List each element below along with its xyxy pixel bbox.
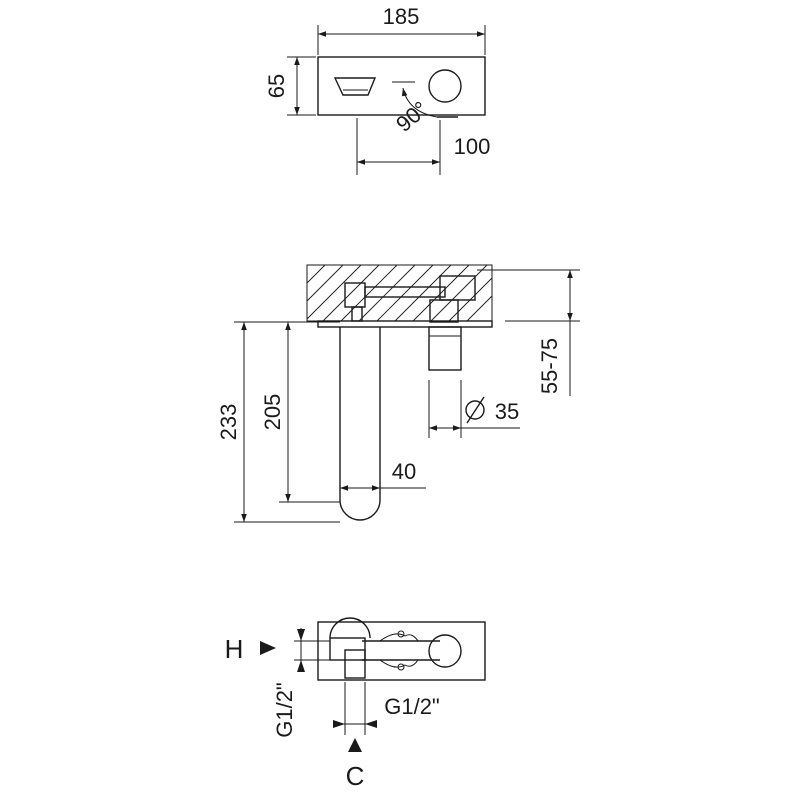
dim-height-label: 65 xyxy=(264,74,289,98)
side-view: 55-75 35 233 205 40 xyxy=(216,264,580,523)
cold-inlet-arrow-icon xyxy=(348,738,362,752)
dim-spacing-label: 100 xyxy=(454,134,491,159)
handle-cylinder xyxy=(428,326,462,371)
front-view-body xyxy=(317,621,486,681)
hot-inlet-arrow-icon xyxy=(260,641,276,655)
cold-label: C xyxy=(346,761,365,791)
valve-body xyxy=(344,282,366,308)
rotation-arc xyxy=(401,87,438,118)
dim-spout-height-label: 205 xyxy=(260,394,285,431)
wall-section xyxy=(306,264,493,328)
front-view-knob xyxy=(428,634,462,668)
top-view-spout-outlet xyxy=(333,77,377,96)
spout xyxy=(339,327,381,521)
dim-depth-label: 55-75 xyxy=(537,338,562,394)
front-view-lever xyxy=(362,640,440,661)
dim-total-height-label: 233 xyxy=(216,404,241,441)
top-view-handle-knob xyxy=(428,69,462,103)
dim-diameter-label: 35 xyxy=(495,399,519,424)
top-view-body xyxy=(317,56,486,116)
hot-label: H xyxy=(225,634,244,664)
top-view: 185 65 90° 100 xyxy=(264,4,490,175)
dim-thread-horizontal-label: G1/2" xyxy=(384,694,440,719)
angle-label: 90° xyxy=(391,96,433,137)
front-view-valve xyxy=(329,637,366,661)
front-view: H G1/2" G1/2" C xyxy=(225,617,486,791)
dim-spout-width-label: 40 xyxy=(392,459,416,484)
dim-thread-vertical-label: G1/2" xyxy=(272,682,297,738)
diameter-symbol-icon xyxy=(465,400,485,420)
dim-width-label: 185 xyxy=(383,4,420,29)
